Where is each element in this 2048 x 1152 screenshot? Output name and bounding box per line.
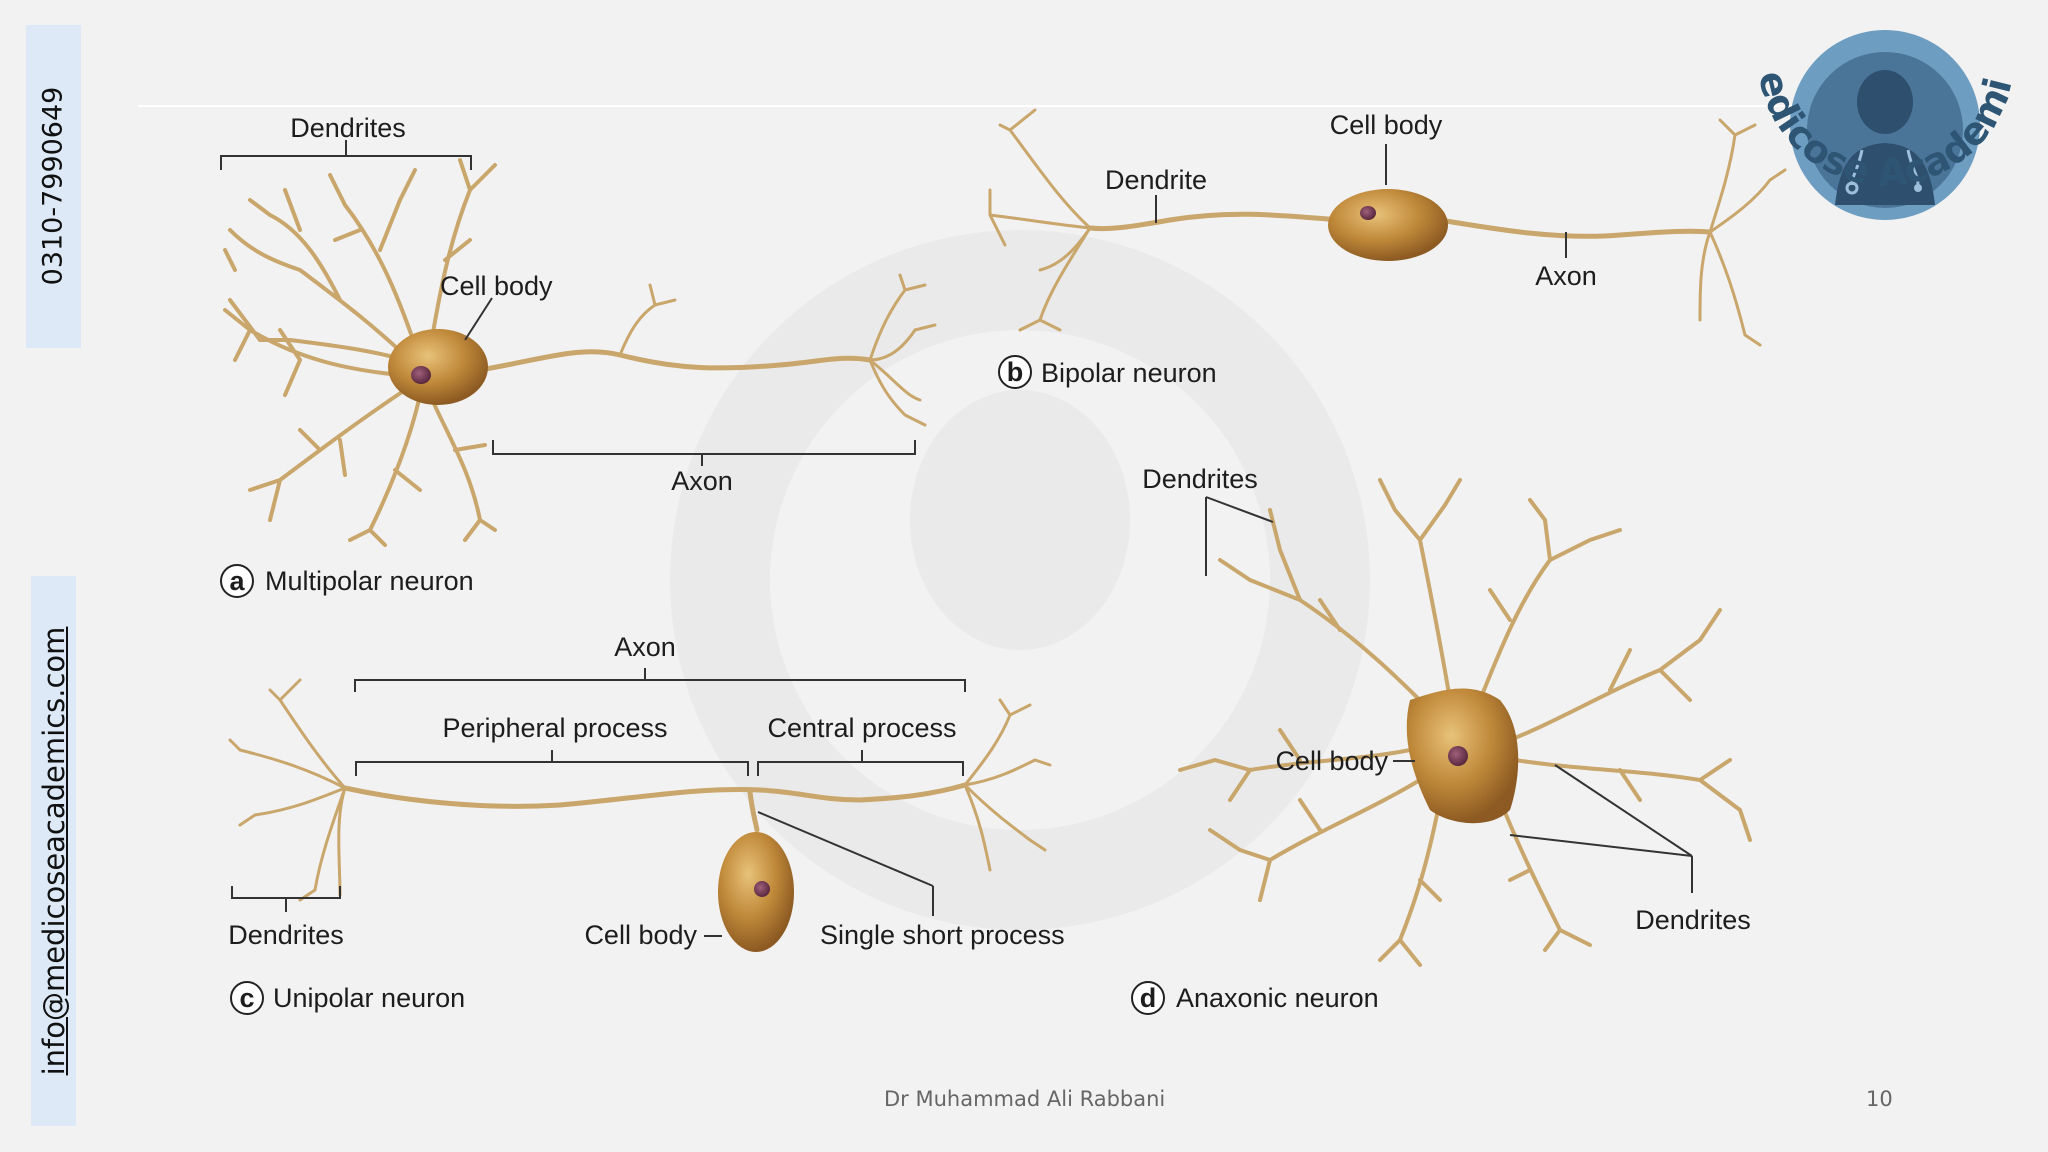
caption-a-badge: a <box>220 564 254 598</box>
anaxonic-cellbody-label: Cell body <box>1275 746 1388 776</box>
unipolar-peripheral-label: Peripheral process <box>442 713 667 743</box>
bipolar-cell <box>1328 189 1448 261</box>
caption-d-text: Anaxonic neuron <box>1176 983 1379 1013</box>
caption-b-badge: b <box>998 355 1032 389</box>
multipolar-dendrites-label: Dendrites <box>290 113 406 143</box>
caption-a-letter: a <box>229 566 245 596</box>
unipolar-dendrites-label: Dendrites <box>228 920 344 950</box>
caption-d-badge: d <box>1131 981 1165 1015</box>
anaxonic-neuron <box>1178 478 1752 967</box>
logo-text: Medicose Academics <box>0 0 2021 195</box>
logo: Medicose Academics <box>0 0 2021 220</box>
anaxonic-dendrites-right-label: Dendrites <box>1635 905 1751 935</box>
caption-d-letter: d <box>1140 983 1157 1013</box>
unipolar-axon-label: Axon <box>614 632 676 662</box>
multipolar-neuron <box>223 158 937 547</box>
email-box: info@medicoseacademics.com <box>31 576 76 1126</box>
unipolar-peripheral-bracket <box>355 750 749 776</box>
caption-b-letter: b <box>1007 357 1024 387</box>
unipolar-single-process <box>747 789 760 833</box>
multipolar-cellbody-label: Cell body <box>440 271 553 301</box>
caption-c-text: Unipolar neuron <box>273 983 465 1013</box>
unipolar-central-bracket <box>757 750 964 776</box>
bipolar-dendrite <box>1087 211 1343 232</box>
unipolar-single-leader <box>757 811 934 887</box>
unipolar-axon-bracket <box>354 668 966 692</box>
unipolar-single-label: Single short process <box>820 920 1065 950</box>
multipolar-dendrites-bracket <box>220 140 472 170</box>
multipolar-cellbody-leader <box>464 297 493 341</box>
unipolar-central-label: Central process <box>767 713 956 743</box>
bipolar-axon-label: Axon <box>1535 261 1597 291</box>
doctor-icon <box>1835 70 1935 205</box>
caption-c-badge: c <box>230 981 264 1015</box>
footer-page-number: 10 <box>1866 1087 1893 1111</box>
caption-b-text: Bipolar neuron <box>1041 358 1217 388</box>
bipolar-neuron <box>988 108 1787 347</box>
multipolar-dendrite-tree <box>223 158 497 547</box>
unipolar-cell <box>718 832 794 952</box>
unipolar-neuron <box>228 678 1052 952</box>
bipolar-dendrite-label: Dendrite <box>1105 165 1207 195</box>
caption-c-letter: c <box>239 983 254 1013</box>
bipolar-axon <box>1437 217 1713 239</box>
unipolar-dendrites-bracket <box>231 886 341 912</box>
anaxonic-dendrite-tree <box>1178 478 1752 967</box>
unipolar-axon-line <box>342 785 863 809</box>
anaxonic-dendrites-right-leaders <box>1509 764 1693 893</box>
phone-box: 0310-7990649 <box>26 25 81 348</box>
caption-a-text: Multipolar neuron <box>265 566 474 596</box>
footer-author: Dr Muhammad Ali Rabbani <box>884 1087 1166 1111</box>
anaxonic-dendrites-top-label: Dendrites <box>1142 464 1258 494</box>
unipolar-cellbody-label: Cell body <box>584 920 697 950</box>
multipolar-axon <box>477 273 937 427</box>
anaxonic-cell <box>1406 688 1519 824</box>
multipolar-axon-label: Axon <box>671 466 733 496</box>
bipolar-cellbody-label: Cell body <box>1330 110 1443 140</box>
multipolar-axon-bracket <box>492 440 916 466</box>
multipolar-cell <box>388 329 488 405</box>
watermark <box>670 230 1370 930</box>
anaxonic-dendrites-top-leaders <box>1205 496 1274 576</box>
